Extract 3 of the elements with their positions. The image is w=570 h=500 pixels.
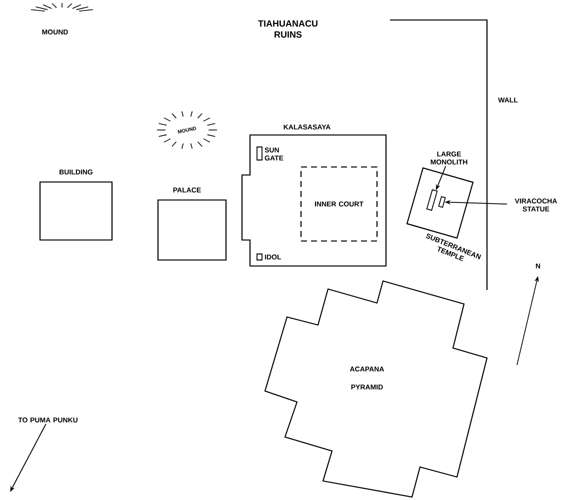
statue-symbol	[438, 196, 446, 208]
statue-symbol	[426, 189, 438, 211]
title: TIAHUANACU RUINS	[258, 20, 318, 38]
